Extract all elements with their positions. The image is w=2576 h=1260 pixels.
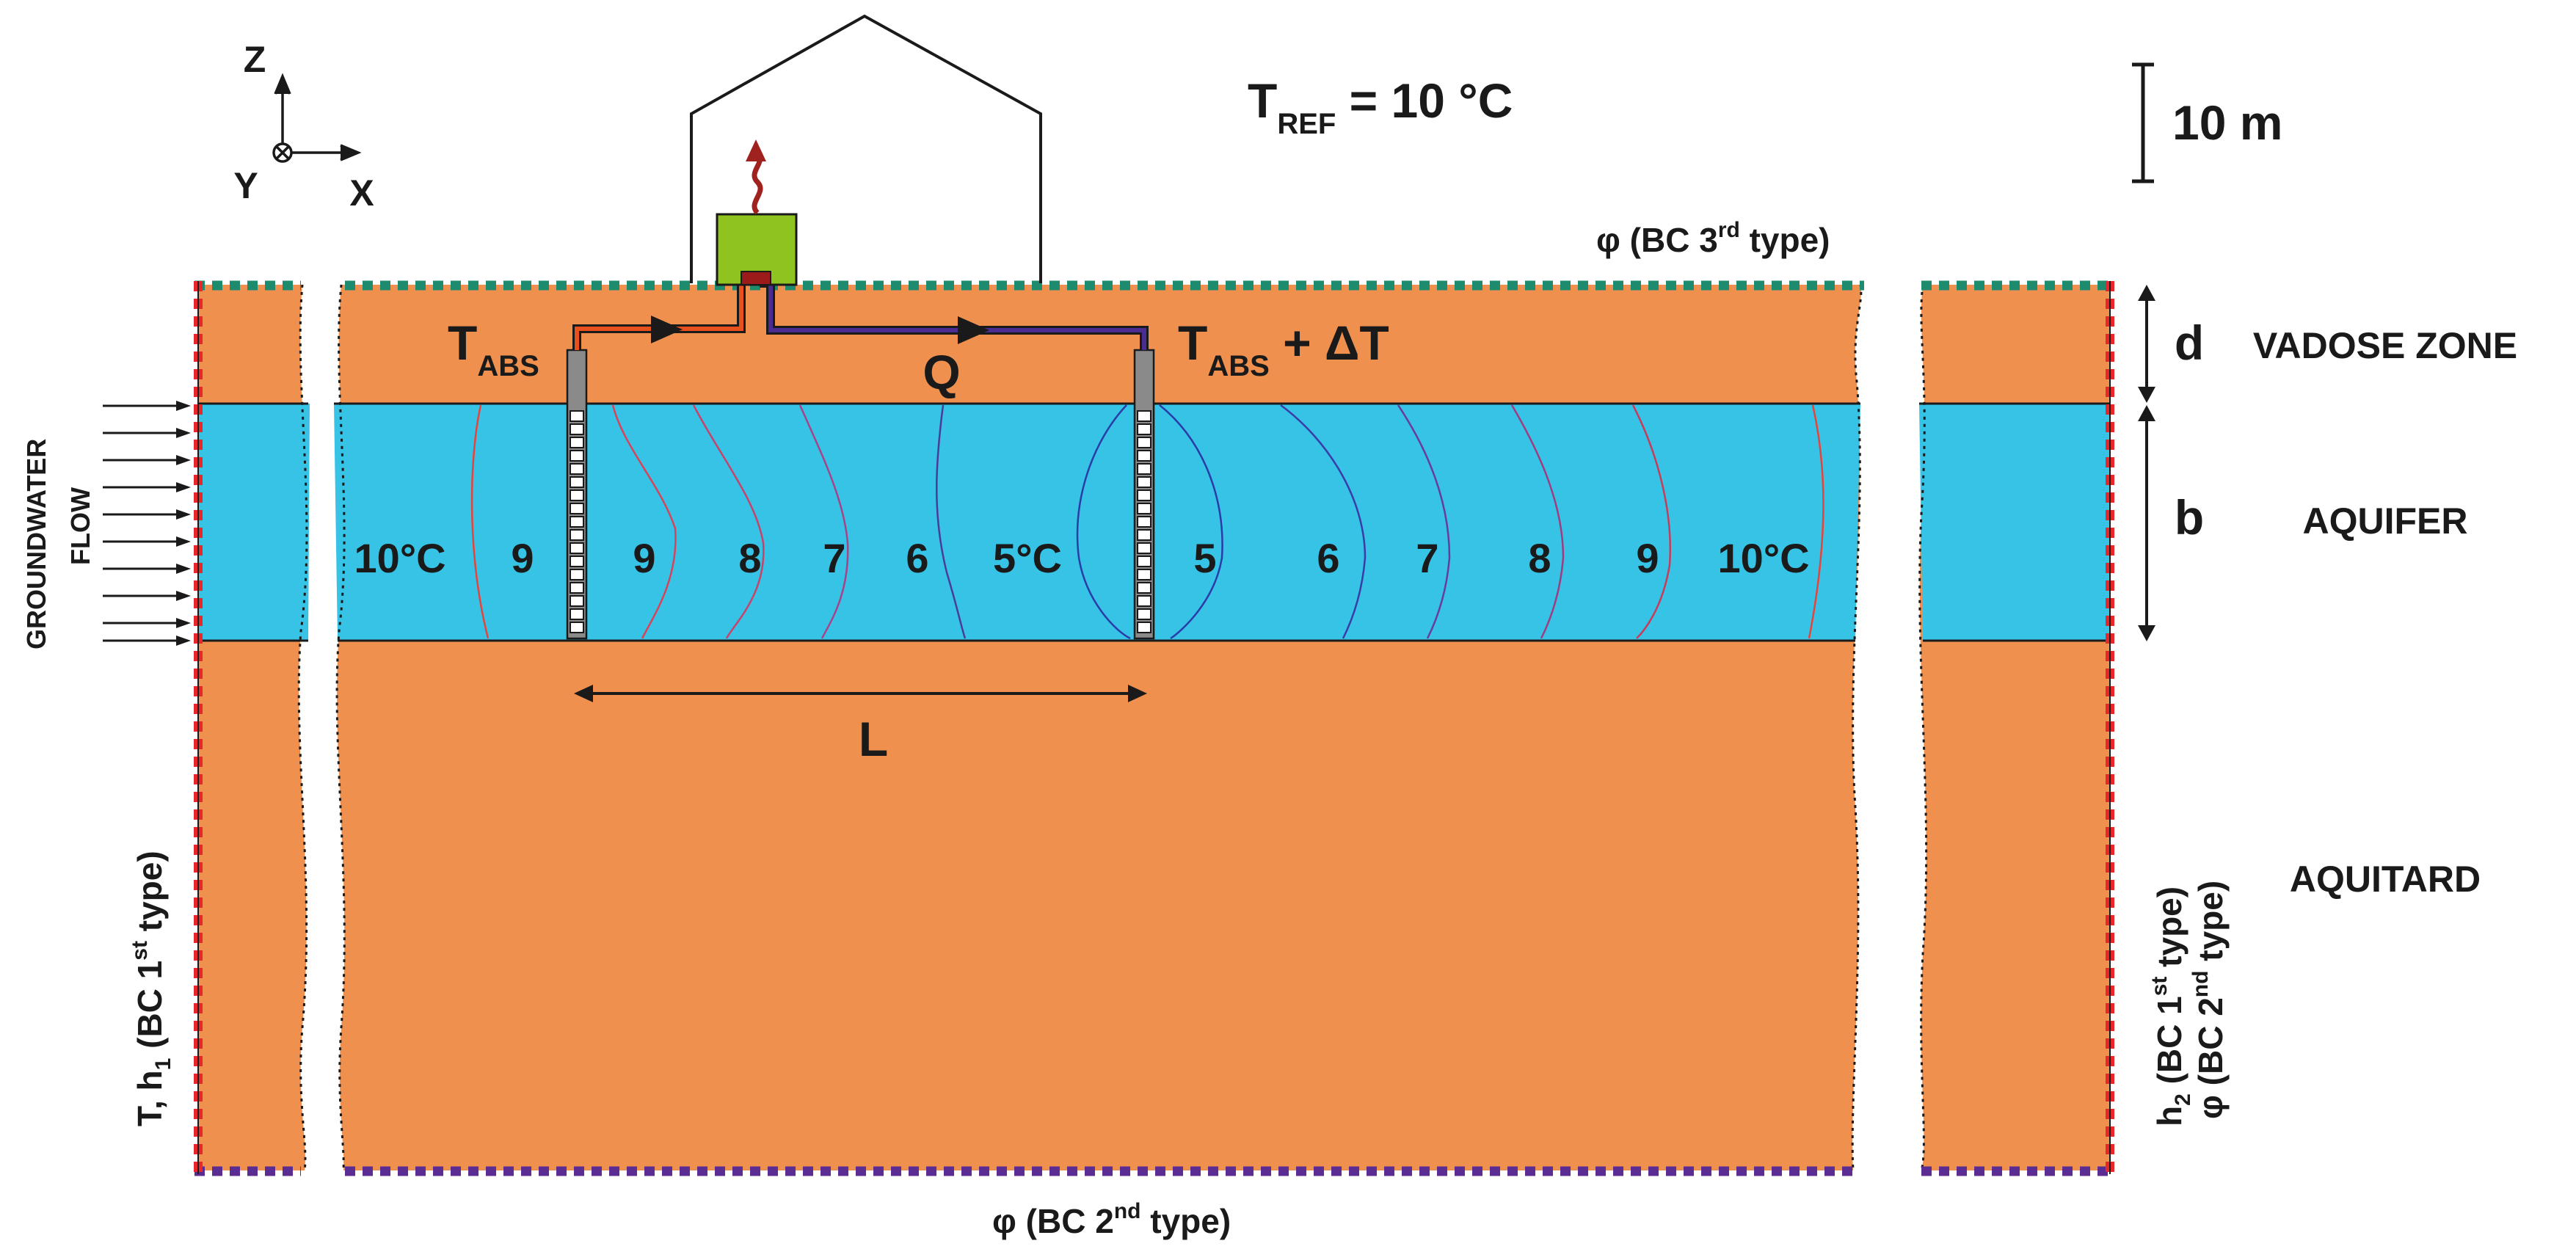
vadose-zone-label: VADOSE ZONE — [2253, 325, 2517, 366]
cold-pipe-arrow — [958, 316, 989, 344]
well-distance-label: L — [859, 712, 888, 766]
thickness-b-arrow — [2138, 405, 2155, 641]
thickness-d-arrow — [2138, 285, 2155, 403]
x-axis-label: X — [349, 172, 374, 214]
aquitard-label: AQUITARD — [2290, 859, 2481, 900]
aquifer-left — [198, 404, 310, 641]
groundwater-flow-label-line1: GROUNDWATER — [21, 439, 51, 649]
flow-rate-label: Q — [923, 345, 960, 399]
z-axis-label: Z — [244, 39, 266, 80]
aquifer-main — [334, 404, 1860, 641]
isotherm-label-9-left-inner: 9 — [633, 535, 655, 581]
b-label: b — [2175, 490, 2204, 545]
domain-break-lines — [297, 284, 1928, 1171]
injection-temperature-label: TABS + ΔT — [1178, 316, 1389, 382]
aquifer-right — [1919, 404, 2110, 641]
abstraction-well-screen — [570, 410, 584, 633]
bc-right-label-line1: h2 (BC 1st type) — [2147, 886, 2195, 1126]
isotherm-label-9-left-outer: 9 — [511, 535, 534, 581]
injection-well — [1133, 349, 1155, 640]
isotherm-label-5-right: 5 — [1193, 535, 1216, 581]
scale-bar — [2132, 62, 2154, 183]
y-axis-label: Y — [233, 165, 258, 206]
isotherm-label-8-left: 8 — [738, 535, 761, 581]
isotherm-label-10-left: 10°C — [354, 535, 445, 581]
isotherm-lines — [470, 404, 1824, 640]
heat-output-arrowhead — [746, 139, 766, 161]
abstraction-temperature-label: TABS — [448, 316, 539, 382]
building — [690, 14, 1042, 286]
isotherm-label-8-right: 8 — [1528, 535, 1551, 581]
aquifer-label: AQUIFER — [2303, 500, 2468, 542]
injection-well-screen — [1137, 410, 1151, 633]
coordinate-axes — [272, 73, 362, 163]
isotherm-label-9-right: 9 — [1636, 535, 1659, 581]
reference-temperature: TREF = 10 °C — [1248, 73, 1513, 140]
bc-left-label: T, h1 (BC 1st type) — [128, 851, 175, 1126]
bc-right-label-line2: φ (BC 2nd type) — [2188, 881, 2230, 1119]
isotherm-label-10-right: 10°C — [1717, 535, 1809, 581]
isotherm-label-7-left: 7 — [823, 535, 845, 581]
bc-top-label: φ (BC 3rd type) — [1596, 218, 1830, 259]
scale-bar-label: 10 m — [2172, 95, 2282, 150]
isotherm-label-6-left: 6 — [906, 535, 928, 581]
d-label: d — [2175, 316, 2204, 370]
well-distance-arrow — [574, 685, 1147, 702]
groundwater-flow-arrows — [103, 401, 191, 646]
isotherm-label-6-right: 6 — [1317, 535, 1339, 581]
isotherm-label-group: 10°C 9 9 8 7 6 5°C 5 6 7 8 9 10°C — [354, 535, 1809, 581]
abstraction-well — [566, 349, 588, 640]
isotherm-label-7-right: 7 — [1416, 535, 1438, 581]
bc-bottom-label: φ (BC 2nd type) — [992, 1199, 1231, 1240]
groundwater-flow-label-line2: FLOW — [65, 487, 95, 565]
warm-pipe-arrow — [651, 316, 683, 343]
isotherm-label-5-center: 5°C — [993, 535, 1062, 581]
aquifer-layer — [198, 402, 2110, 642]
